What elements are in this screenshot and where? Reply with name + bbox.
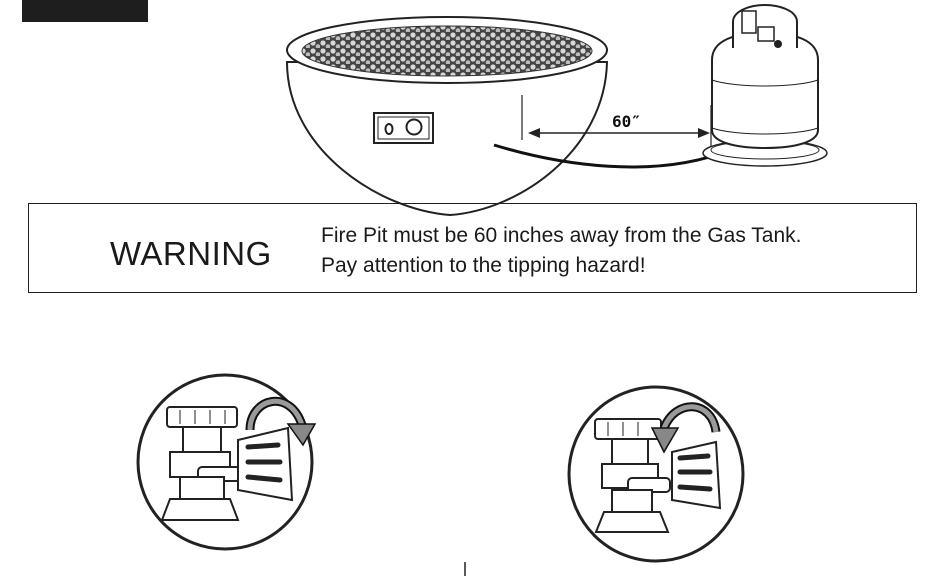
warning-box: WARNING Fire Pit must be 60 inches away … <box>28 203 917 293</box>
corner-tab <box>22 0 148 22</box>
fire-pit-bowl <box>285 16 609 217</box>
control-panel <box>373 112 434 144</box>
valve-detail-right <box>567 385 745 563</box>
warning-title: WARNING <box>110 235 272 272</box>
warning-text-line-2: Pay attention to the tipping hazard! <box>321 254 646 277</box>
valve-detail-left <box>136 373 317 551</box>
propane-tank <box>702 3 828 167</box>
warning-text-line-1: Fire Pit must be 60 inches away from the… <box>321 224 802 247</box>
distance-label: 60″ <box>612 112 641 131</box>
